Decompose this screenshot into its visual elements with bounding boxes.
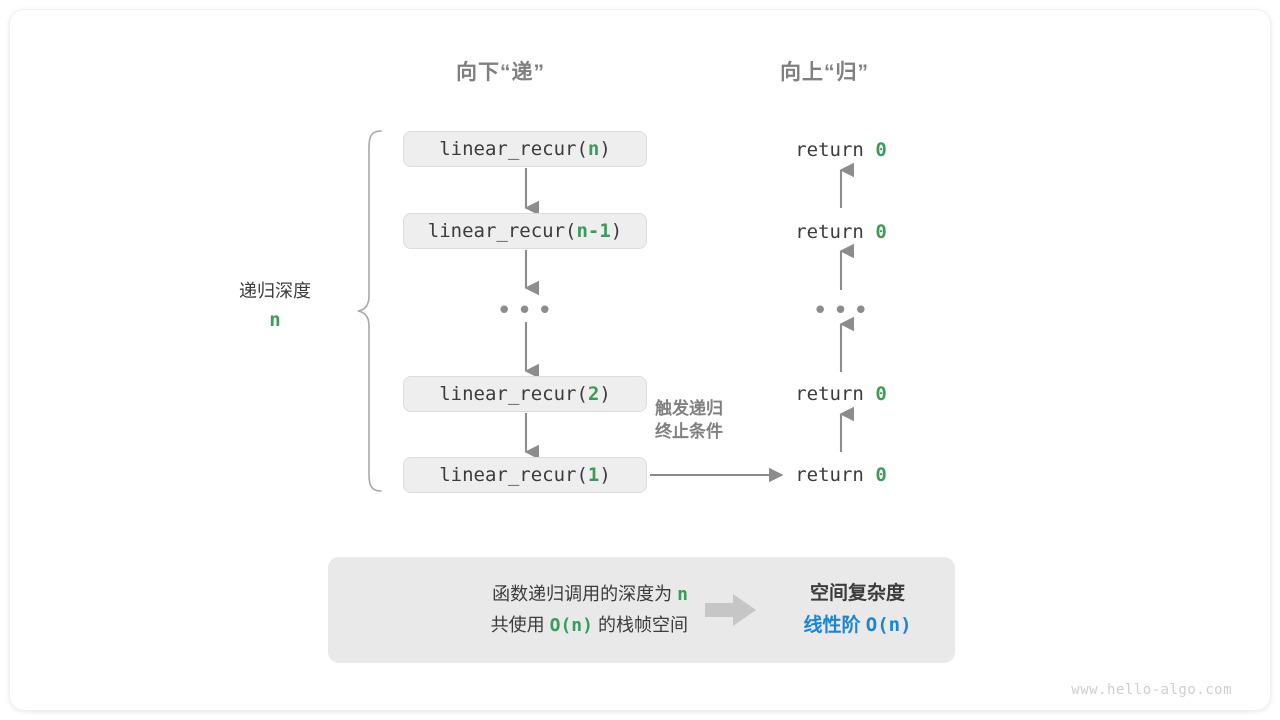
call-text-prefix: linear_recur( xyxy=(439,138,588,160)
call-text-suffix: ) xyxy=(610,220,623,242)
call-arg: n xyxy=(587,138,600,160)
return-keyword: return xyxy=(795,221,864,243)
return-label: return 0 xyxy=(795,139,887,161)
heading-ascend: 向上“归” xyxy=(780,61,869,84)
summary-result-title: 空间复杂度 xyxy=(809,583,905,605)
summary-premise-line2: 共使用 O(n) 的栈帧空间 xyxy=(328,610,688,642)
ellipsis-descend: ••• xyxy=(496,296,558,326)
return-label: return 0 xyxy=(795,221,887,243)
summary-premise-line2-value: O(n) xyxy=(549,615,593,636)
summary-result-value: 线性阶 O(n) xyxy=(766,610,949,641)
call-text-suffix: ) xyxy=(599,138,611,160)
call-box: linear_recur(1) xyxy=(403,457,647,493)
call-box: linear_recur(2) xyxy=(403,376,647,412)
call-box: linear_recur(n-1) xyxy=(403,213,647,249)
right-block-arrow-icon xyxy=(705,594,756,626)
summary-premise-line2-pre: 共使用 xyxy=(490,615,545,635)
call-text-prefix: linear_recur( xyxy=(439,464,588,486)
call-arg: n-1 xyxy=(576,220,611,242)
heading-descend: 向下“递” xyxy=(456,61,545,84)
summary-result-label: 线性阶 xyxy=(803,614,861,636)
return-value: 0 xyxy=(875,383,887,405)
call-text-suffix: ) xyxy=(599,383,611,405)
base-case-note-line2: 终止条件 xyxy=(655,421,723,441)
return-value: 0 xyxy=(875,139,887,161)
call-arg: 1 xyxy=(587,464,600,486)
call-arg: 2 xyxy=(587,383,600,405)
ellipsis-ascend: ••• xyxy=(812,296,874,326)
summary-premise-line1-text: 函数递归调用的深度为 xyxy=(492,583,673,604)
complexity-summary-panel: 函数递归调用的深度为 n 共使用 O(n) 的栈帧空间 空间复杂度 线性阶 O(… xyxy=(328,557,955,663)
base-case-note: 触发递归 终止条件 xyxy=(655,398,775,444)
return-keyword: return xyxy=(795,464,864,486)
recursion-depth-text: 递归深度 xyxy=(239,281,311,301)
summary-premise: 函数递归调用的深度为 n 共使用 O(n) 的栈帧空间 xyxy=(328,579,696,642)
site-watermark: www.hello-algo.com xyxy=(1071,682,1232,698)
summary-arrow-wrap xyxy=(696,593,766,627)
summary-premise-line2-post: 的栈帧空间 xyxy=(598,615,688,635)
base-case-note-line1: 触发递归 xyxy=(655,399,723,418)
call-text-suffix: ) xyxy=(599,464,611,486)
recursion-depth-label: 递归深度 n xyxy=(180,278,370,335)
summary-result-notation: O(n) xyxy=(865,613,912,636)
call-box: linear_recur(n) xyxy=(403,131,647,167)
return-label: return 0 xyxy=(795,464,887,486)
return-keyword: return xyxy=(795,139,864,161)
return-keyword: return xyxy=(795,383,864,405)
call-text-prefix: linear_recur( xyxy=(439,383,588,405)
return-label: return 0 xyxy=(795,383,887,405)
return-value: 0 xyxy=(875,221,887,243)
summary-premise-line1-value: n xyxy=(677,583,688,605)
recursion-depth-value: n xyxy=(269,308,281,331)
summary-result: 空间复杂度 线性阶 O(n) xyxy=(766,579,955,641)
return-value: 0 xyxy=(875,464,887,486)
call-text-prefix: linear_recur( xyxy=(427,220,577,242)
summary-premise-line1: 函数递归调用的深度为 n xyxy=(328,579,688,611)
